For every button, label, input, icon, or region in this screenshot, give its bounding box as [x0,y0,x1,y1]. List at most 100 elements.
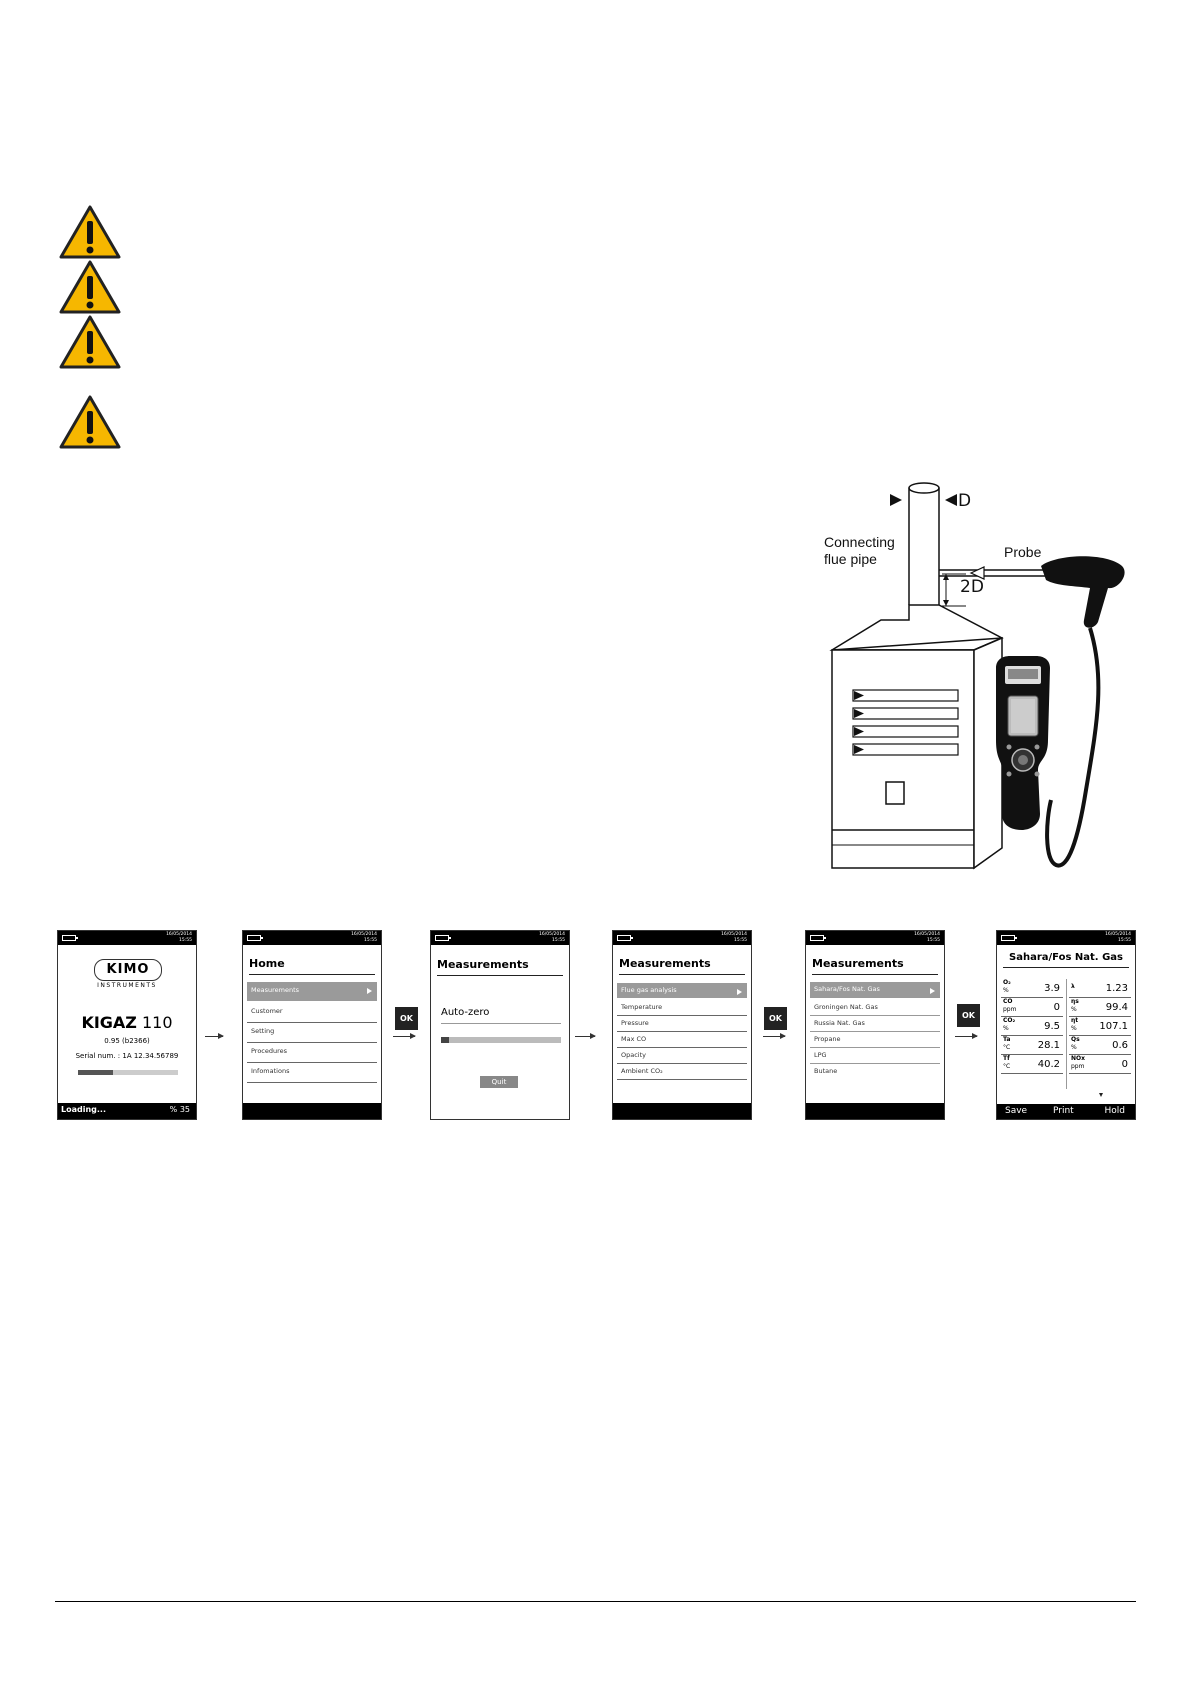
result-eta-s: ηs%99.4 [1069,998,1131,1017]
flow-arrow [763,1033,786,1039]
battery-icon [1001,935,1017,941]
menu-item-lpg[interactable]: LPG [810,1048,940,1064]
menu-item-pressure[interactable]: Pressure [617,1016,747,1032]
kimo-logo: KIMO [94,959,162,981]
connecting-label: Connecting [824,534,895,550]
flow-arrow [205,1033,224,1039]
kimo-logo-sub: INSTRUMENTS [97,982,157,989]
chevron-right-icon [367,988,372,994]
menu-item-customer[interactable]: Customer [247,1003,377,1023]
menu-item-setting[interactable]: Setting [247,1023,377,1043]
menu-item-procedures[interactable]: Procedures [247,1043,377,1063]
home-menu: Measurements Customer Setting Procedures… [247,982,377,1083]
ok-button-icon: OK [764,1007,787,1030]
menu-item-groningen[interactable]: Groningen Nat. Gas [810,1000,940,1016]
screen-title: Sahara/Fos Nat. Gas [1003,952,1129,968]
menu-item-ambient-co2[interactable]: Ambient CO₂ [617,1064,747,1080]
warning-icon [59,205,121,259]
grid-divider [1066,979,1067,1089]
serial-number: Serial num. : 1A 12.34.56789 [75,1052,179,1060]
firmware-version: 0.95 (b2366) [104,1037,150,1045]
menu-item-max-co[interactable]: Max CO [617,1032,747,1048]
scroll-down-icon[interactable] [1099,1093,1103,1097]
menu-item-opacity[interactable]: Opacity [617,1048,747,1064]
print-softkey[interactable]: Print [1053,1106,1074,1116]
menu-item-flue-gas-analysis[interactable]: Flue gas analysis [617,983,747,998]
menu-item-measurements[interactable]: Measurements [247,982,377,1001]
hold-softkey[interactable]: Hold [1104,1106,1126,1116]
two-d-label: 2D [960,577,984,597]
flow-arrow [955,1033,978,1039]
fuel-menu: Sahara/Fos Nat. Gas Groningen Nat. Gas R… [810,982,940,1079]
menu-item-propane[interactable]: Propane [810,1032,940,1048]
menu-item-butane[interactable]: Butane [814,1067,838,1075]
quit-button[interactable]: Quit [480,1076,518,1088]
result-qs: Qs%0.6 [1069,1036,1131,1055]
menu-item-temperature[interactable]: Temperature [617,1000,747,1016]
probe-label: Probe [1004,544,1042,560]
ok-button-icon: OK [395,1007,418,1030]
chevron-right-icon [737,989,742,995]
status-footer [243,1103,381,1119]
boiler-probe-illustration [829,482,1125,870]
ok-button-icon: OK [957,1004,980,1027]
chevron-right-icon [930,988,935,994]
screen-title: Measurements [619,957,745,975]
menu-item-informations[interactable]: Infomations [247,1063,377,1083]
battery-icon [810,935,826,941]
flue-pipe-label: flue pipe [824,551,877,567]
battery-icon [435,935,451,941]
result-co2: CO₂%9.5 [1001,1017,1063,1036]
screen-title: Measurements [812,957,938,975]
model-name: KIGAZ 110 [81,1013,173,1032]
battery-icon [247,935,263,941]
loading-progress-bar [78,1070,178,1075]
screen-title: Home [249,957,375,975]
warning-icon [59,260,121,314]
battery-icon [617,935,633,941]
warning-icon [59,315,121,369]
page-footer-rule [55,1601,1136,1602]
flow-arrow [575,1033,596,1039]
diameter-label: D [958,491,972,511]
result-eta-t: ηt%107.1 [1069,1017,1131,1036]
auto-zero-label: Auto-zero [441,1007,561,1024]
save-softkey[interactable]: Save [1005,1106,1028,1116]
warning-icon [59,395,121,449]
battery-icon [62,935,78,941]
menu-item-sahara-fos[interactable]: Sahara/Fos Nat. Gas [810,982,940,998]
status-footer [613,1103,751,1119]
auto-zero-progress-bar [441,1037,561,1043]
softkey-bar: Save Print Hold [997,1104,1135,1119]
measurements-menu: Flue gas analysis Temperature Pressure M… [617,983,747,1080]
screen-title: Measurements [437,958,563,976]
status-footer [806,1103,944,1119]
flow-arrow [393,1033,416,1039]
status-footer: Loading... % 35 [58,1103,196,1119]
menu-item-russia[interactable]: Russia Nat. Gas [810,1016,940,1032]
result-o2: O₂%3.9 [1001,979,1063,998]
